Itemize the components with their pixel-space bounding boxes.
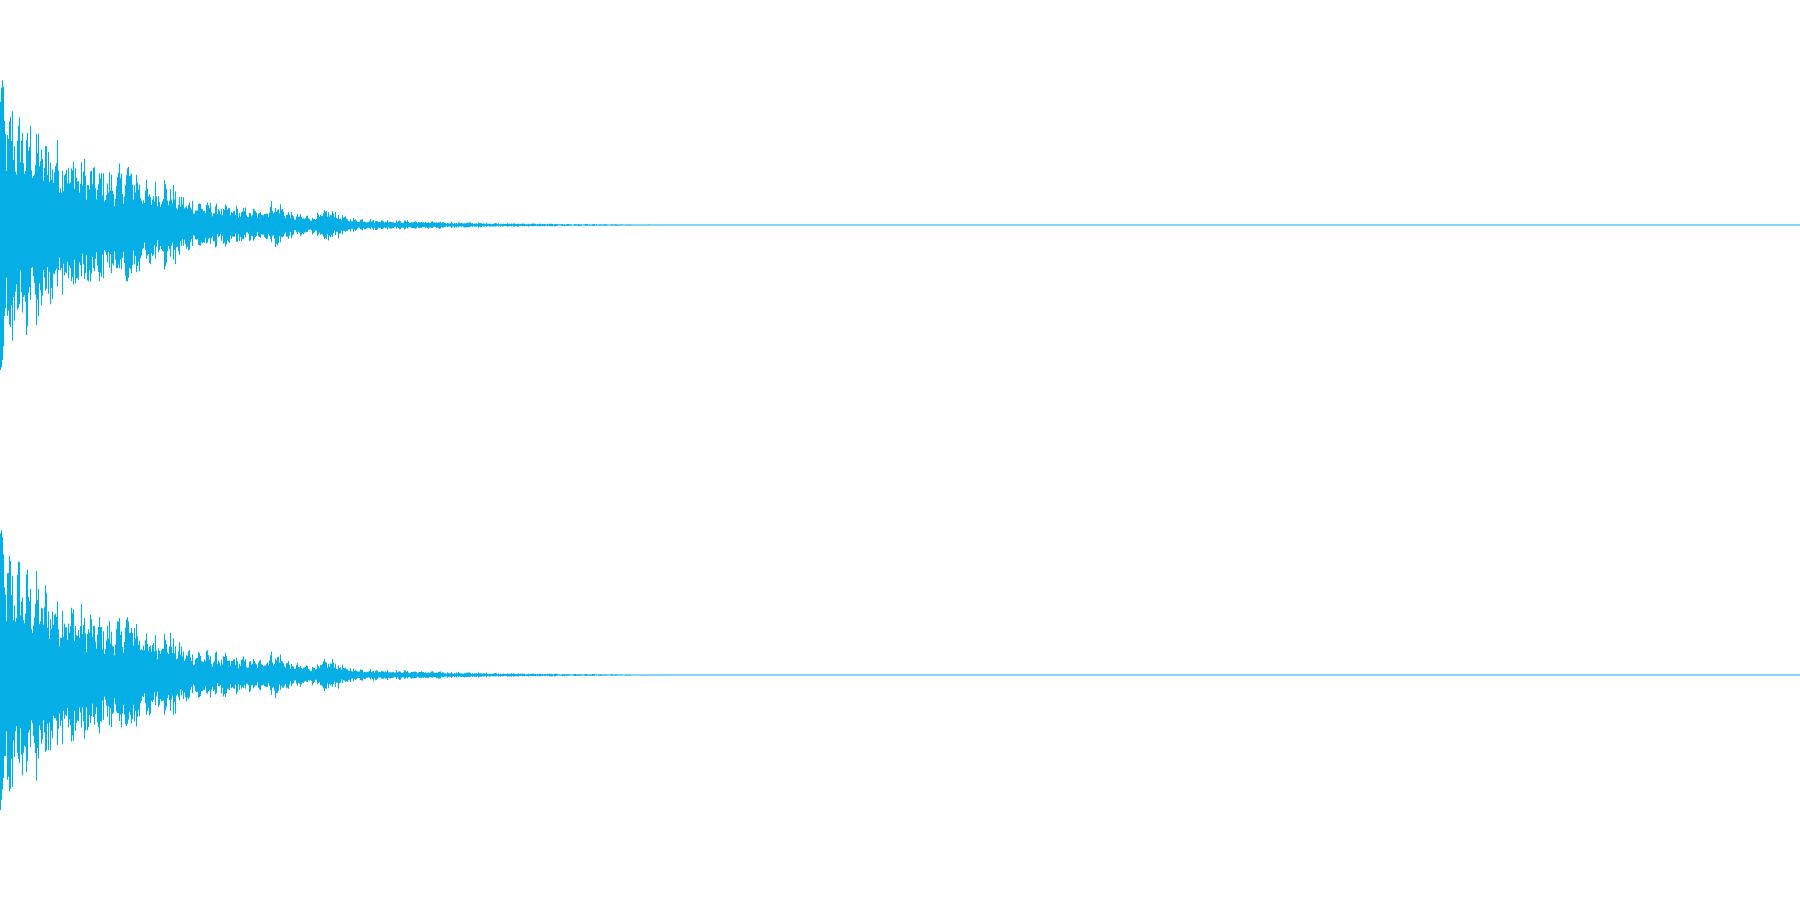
waveform-channel-left[interactable] [0,80,1800,370]
waveform-samples [0,80,737,370]
waveform-channel-right[interactable] [0,530,1800,810]
waveform-samples [0,530,737,810]
